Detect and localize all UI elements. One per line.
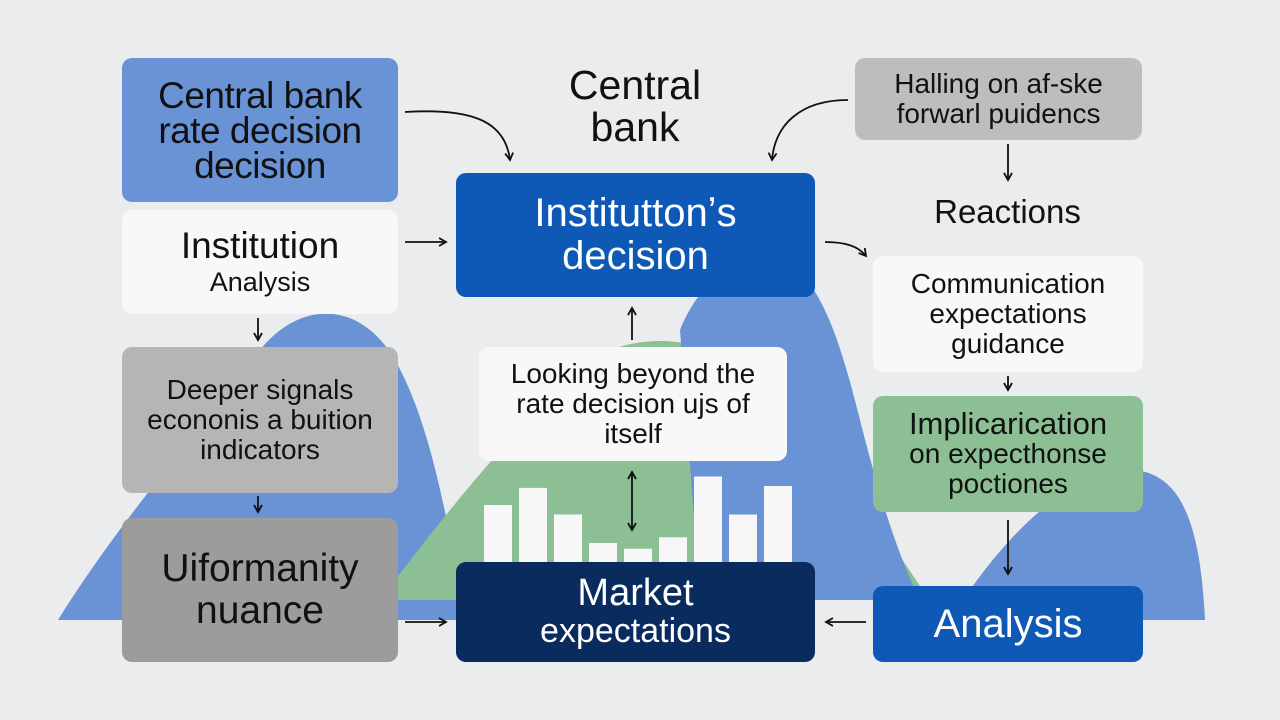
implication-box: Implicarication on expecthonse poctiones (873, 396, 1143, 512)
background-bars (484, 476, 792, 562)
background-bar (589, 543, 617, 562)
box-line: indicators (200, 434, 320, 465)
heading-line: Central (568, 62, 702, 108)
box-line: forwarl puidencs (896, 98, 1101, 129)
background-bar (484, 505, 512, 562)
box-line: expectations (540, 612, 731, 650)
box-line: Uiformanity (161, 547, 359, 590)
box-line: Central bank (158, 74, 362, 116)
background-bar (554, 514, 582, 562)
box-line: expectations (929, 298, 1087, 329)
uniformity-nuance-box: Uiformanity nuance (122, 518, 398, 662)
analysis-label: Analysis (933, 602, 1083, 646)
institution-title: Institution (180, 225, 340, 266)
box-line: on expecthonse (909, 438, 1107, 469)
box-line: Instituttonʼs (534, 191, 737, 235)
background-bar (694, 476, 722, 562)
market-expectations-box: Market expectations (456, 562, 815, 662)
forward-guidance-box: Halling on af-ske forwarl puidencs (855, 58, 1142, 140)
box-line: Halling on af-ske (894, 68, 1103, 99)
background-bar (659, 537, 687, 562)
institution-decision-box: Instituttonʼs decision (456, 173, 815, 297)
box-line: rate decision (158, 109, 362, 151)
reactions-heading: Reactions (934, 193, 1081, 230)
box-line: itself (604, 418, 662, 449)
box-line: Market (577, 572, 694, 614)
box-line: Deeper signals (166, 374, 354, 405)
communication-box: Communication expectations guidance (873, 256, 1143, 372)
box-line: econonis a buition (147, 404, 373, 435)
central-bank-heading: Central bank (520, 64, 750, 148)
institution-subtitle: Analysis (209, 267, 311, 297)
box-line: nuance (196, 589, 324, 632)
background-bar (624, 548, 652, 562)
analysis-box: Analysis (873, 586, 1143, 662)
looking-beyond-box: Looking beyond the rate decision ujs of … (479, 347, 787, 461)
background-bar (764, 486, 792, 562)
box-line: decision (194, 144, 326, 186)
deeper-signals-box: Deeper signals econonis a buition indica… (122, 347, 398, 493)
box-line: Implicarication (908, 406, 1108, 441)
box-line: poctiones (948, 468, 1068, 499)
box-line: Communication (910, 268, 1106, 299)
box-line: Looking beyond the (510, 358, 756, 389)
central-bank-rate-decision-box: Central bank rate decision decision (122, 58, 398, 202)
institution-analysis-box: Institution Analysis (122, 210, 398, 314)
background-bar (519, 487, 547, 562)
box-line: decision (562, 234, 709, 278)
background-bar (729, 514, 757, 562)
box-line: guidance (951, 328, 1065, 359)
box-line: rate decision ujs of (516, 388, 750, 419)
heading-line: bank (590, 104, 680, 150)
